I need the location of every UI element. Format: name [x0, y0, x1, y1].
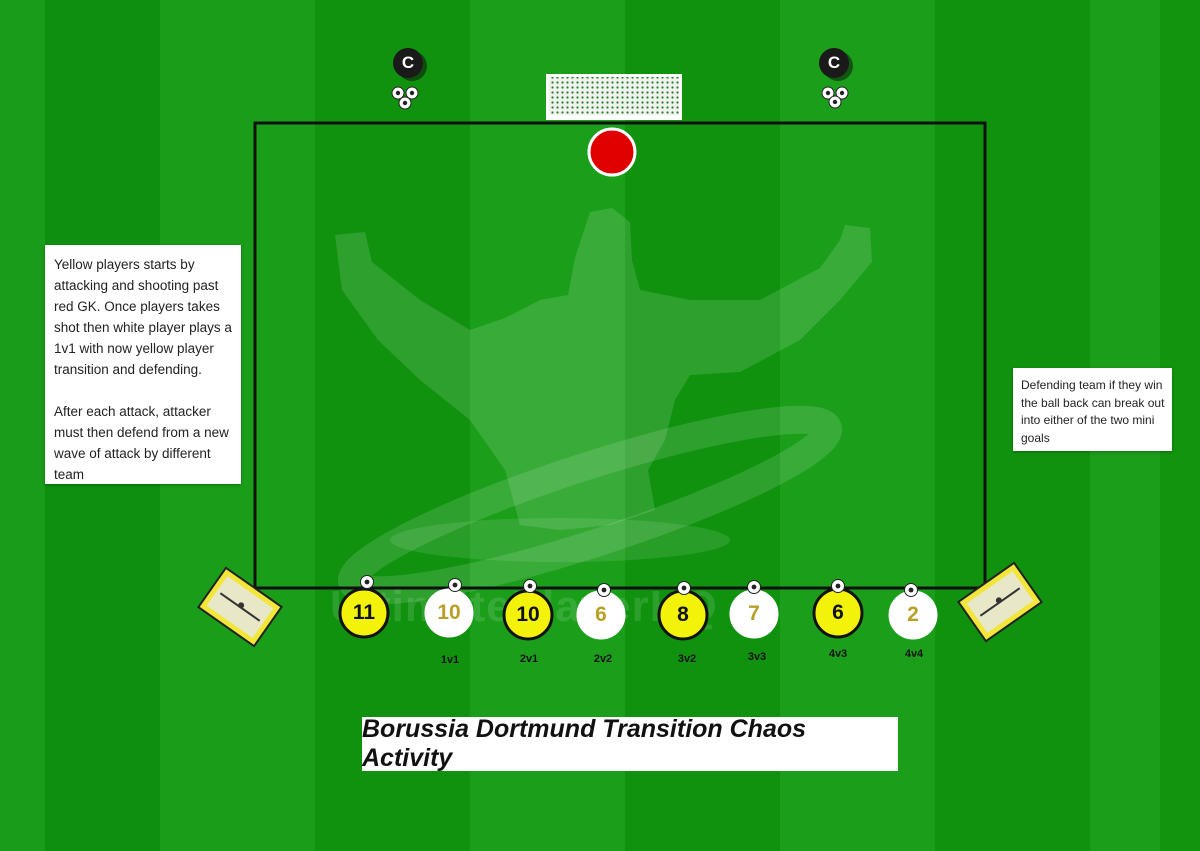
- stage-label-1v1: 1v1: [440, 654, 460, 666]
- defending-note-text: Defending team if they win the ball back…: [1021, 378, 1165, 445]
- title-box: Borussia Dortmund Transition Chaos Activ…: [362, 715, 898, 772]
- player-number-6: 7: [748, 602, 760, 625]
- coach-right-marker: [819, 48, 853, 81]
- coach-right-label: C: [827, 53, 841, 72]
- stage-label-3v2: 3v2: [677, 653, 697, 665]
- stage-label-2v2: 2v2: [593, 653, 613, 665]
- defending-note: Defending team if they win the ball back…: [1013, 368, 1172, 451]
- player-number-5: 8: [677, 603, 689, 626]
- instructions-paragraph-1: Yellow players starts by attacking and s…: [54, 257, 232, 377]
- ball-pattern-3: [527, 583, 533, 589]
- player-silhouette: [335, 208, 872, 605]
- stage-label-4v4: 4v4: [904, 648, 924, 660]
- player-number-1: 11: [352, 601, 376, 624]
- player-markers: [338, 575, 938, 641]
- player-marker-2: [424, 588, 474, 638]
- ball-pile-left: [391, 86, 419, 110]
- player-number-2: 10: [437, 601, 461, 624]
- ball-pattern-5: [681, 585, 687, 591]
- player-number-3: 10: [516, 603, 540, 626]
- main-goal: [546, 74, 682, 120]
- ball-pile-right: [821, 86, 849, 109]
- playing-area: [253, 121, 987, 590]
- player-number-8: 2: [907, 603, 919, 626]
- ball-pattern-2: [452, 582, 458, 588]
- ball-pattern-4: [601, 587, 607, 593]
- player-number-7: 6: [832, 601, 844, 624]
- ball-pattern-6: [751, 584, 757, 590]
- stage-label-3v3: 3v3: [747, 651, 767, 663]
- mini-goal-left: [196, 566, 284, 648]
- stage-label-4v3: 4v3: [828, 648, 848, 660]
- coach-left-marker: [393, 48, 427, 81]
- activity-title: Borussia Dortmund Transition Chaos Activ…: [362, 715, 807, 772]
- mini-goal-right: [956, 561, 1044, 643]
- player-marker-1: [338, 587, 390, 639]
- player-number-4: 6: [595, 603, 607, 626]
- stage-label-2v1: 2v1: [519, 653, 539, 665]
- ball-pattern-8: [908, 587, 914, 593]
- instructions-paragraph-2: After each attack, attacker must then de…: [54, 404, 229, 482]
- coach-left-label: C: [401, 53, 415, 72]
- instructions-note: Yellow players starts by attacking and s…: [45, 245, 241, 484]
- ball-pattern-1: [364, 579, 370, 585]
- ball-pattern-7: [835, 583, 841, 589]
- goalkeeper-marker: [587, 127, 637, 177]
